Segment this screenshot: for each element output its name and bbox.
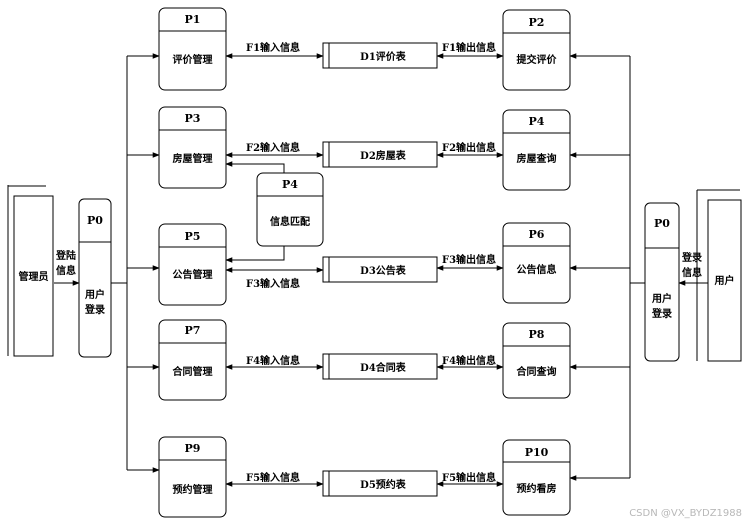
- watermark: CSDN @VX_BYDZ1988: [629, 508, 742, 519]
- flow-label-f2-in: F2输入信息: [246, 141, 300, 154]
- process-id: P8: [529, 328, 545, 341]
- user-label: 用户: [714, 274, 735, 287]
- process-name: 预约管理: [173, 483, 213, 496]
- flow-label-login-left-2: 信息: [56, 264, 76, 277]
- process-name: 评价管理: [173, 53, 213, 66]
- process-name: 合同查询: [516, 365, 557, 378]
- datastore-label: D4合同表: [360, 361, 407, 374]
- flow-label-f2-out: F2输出信息: [442, 141, 496, 154]
- process-id: P9: [185, 442, 201, 455]
- entity-user: 用户: [696, 189, 742, 362]
- flow-label-f5-out: F5输出信息: [442, 471, 496, 484]
- process-p3: P3 房屋管理: [158, 106, 227, 189]
- flow-label-f1-in: F1输入信息: [246, 41, 300, 54]
- process-p10: P10 预约看房: [502, 439, 571, 516]
- process-p8: P8 合同查询: [502, 322, 571, 399]
- process-id: P3: [185, 112, 201, 125]
- datastore-d1: D1评价表: [322, 42, 438, 69]
- process-name: 提交评价: [517, 53, 558, 66]
- process-p4: P4 信息匹配: [256, 172, 324, 247]
- process-name: 房屋查询: [517, 152, 557, 165]
- process-name-line2: 登录: [84, 303, 105, 316]
- process-id: P4: [529, 115, 545, 128]
- flow-label-login-left-1: 登陆: [55, 249, 76, 262]
- flow-label-f4-in: F4输入信息: [246, 354, 300, 367]
- process-name: 房屋管理: [173, 152, 213, 165]
- process-name: 信息匹配: [270, 215, 310, 228]
- process-p7: P7 合同管理: [158, 319, 227, 401]
- datastore-d5: D5预约表: [322, 470, 438, 497]
- process-id: P4: [282, 178, 298, 191]
- admin-label: 管理员: [19, 270, 49, 283]
- flow-label-f5-in: F5输入信息: [246, 471, 300, 484]
- flow-label-f4-out: F4输出信息: [442, 354, 496, 367]
- flow-label-f3-in: F3输入信息: [246, 277, 300, 290]
- datastore-label: D3公告表: [360, 264, 407, 277]
- process-p0-left: P0 用户 登录: [78, 198, 112, 358]
- flow-label-f3-out: F3输出信息: [442, 253, 496, 266]
- flow-label-f1-out: F1输出信息: [442, 41, 496, 54]
- process-id: P0: [87, 214, 103, 227]
- process-name-line1: 用户: [651, 292, 672, 305]
- flow-label-login-right-1: 登录: [681, 251, 702, 264]
- process-p0-right: P0 用户 登录: [644, 202, 680, 362]
- process-p1: P1 评价管理: [158, 7, 227, 91]
- process-id: P10: [525, 446, 549, 459]
- process-p4-query: P4 房屋查询: [502, 109, 571, 191]
- datastore-d4: D4合同表: [322, 353, 438, 380]
- process-id: P0: [654, 217, 670, 230]
- process-id: P1: [185, 13, 201, 26]
- datastore-d2: D2房屋表: [322, 141, 438, 168]
- process-id: P6: [529, 228, 545, 241]
- entity-admin: 管理员: [7, 185, 54, 357]
- flow-label-login-right-2: 信息: [682, 266, 702, 279]
- datastore-d3: D3公告表: [322, 256, 438, 283]
- datastore-label: D5预约表: [360, 478, 407, 491]
- process-id: P2: [529, 16, 545, 29]
- process-name: 公告信息: [517, 263, 557, 276]
- process-name: 合同管理: [172, 365, 213, 378]
- process-p2: P2 提交评价: [502, 9, 571, 91]
- process-name: 公告管理: [173, 268, 213, 281]
- datastore-label: D2房屋表: [360, 149, 407, 162]
- process-name: 预约看房: [517, 482, 557, 495]
- process-p9: P9 预约管理: [158, 436, 227, 518]
- process-id: P5: [185, 230, 201, 243]
- flow-p4-p3: [225, 161, 285, 173]
- datastore-label: D1评价表: [360, 50, 407, 63]
- process-p5: P5 公告管理: [158, 223, 227, 306]
- process-name-line1: 用户: [84, 288, 105, 301]
- process-p6: P6 公告信息: [502, 222, 571, 304]
- flow-p4-p5: [225, 246, 285, 263]
- process-name-line2: 登录: [651, 307, 672, 320]
- process-id: P7: [185, 324, 201, 337]
